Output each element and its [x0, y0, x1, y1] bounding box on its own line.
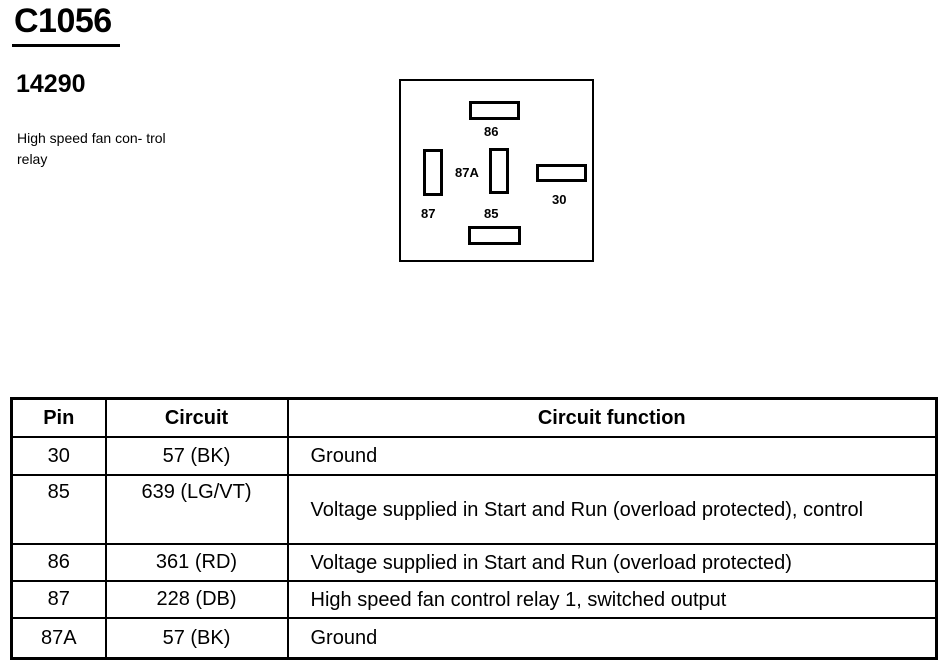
- header-pin: Pin: [10, 397, 107, 438]
- terminal-87: [423, 149, 443, 196]
- cell-pin: 86: [10, 543, 107, 582]
- cell-function: Voltage supplied in Start and Run (overl…: [286, 543, 938, 582]
- header-circuit-function: Circuit function: [286, 397, 938, 438]
- connector-description: High speed fan con- trol relay: [17, 130, 166, 167]
- cell-circuit: 361 (RD): [104, 543, 289, 582]
- cell-circuit: 639 (LG/VT): [104, 474, 289, 545]
- cell-pin: 87: [10, 580, 107, 619]
- cell-function: Voltage supplied in Start and Run (overl…: [286, 474, 938, 545]
- terminal-85: [468, 226, 521, 245]
- pin-label-86: 86: [484, 124, 499, 139]
- cell-circuit: 57 (BK): [104, 436, 289, 476]
- cell-circuit: 228 (DB): [104, 580, 289, 619]
- cell-function: Ground: [286, 436, 938, 476]
- terminal-87a: [489, 148, 509, 194]
- pin-label-85: 85: [484, 206, 499, 221]
- table-row: 87A 57 (BK) Ground: [10, 617, 938, 660]
- title-underline: [12, 44, 120, 47]
- cell-function: High speed fan control relay 1, switched…: [286, 580, 938, 619]
- pinout-table: Pin Circuit Circuit function 30 57 (BK) …: [10, 397, 938, 660]
- pin-label-87: 87: [421, 206, 436, 221]
- connector-id: C1056: [14, 2, 112, 40]
- cell-pin: 87A: [10, 617, 107, 660]
- cell-function: Ground: [286, 617, 938, 660]
- terminal-30: [536, 164, 587, 182]
- header-circuit: Circuit: [104, 397, 289, 438]
- table-row: 86 361 (RD) Voltage supplied in Start an…: [10, 543, 938, 582]
- table-row: 30 57 (BK) Ground: [10, 436, 938, 476]
- pin-label-30: 30: [552, 192, 567, 207]
- table-row: 85 639 (LG/VT) Voltage supplied in Start…: [10, 474, 938, 545]
- part-number: 14290: [16, 70, 86, 98]
- connector-face-diagram: 86 87 87A 85 30: [399, 79, 594, 262]
- cell-circuit: 57 (BK): [104, 617, 289, 660]
- table-row: 87 228 (DB) High speed fan control relay…: [10, 580, 938, 619]
- cell-pin: 30: [10, 436, 107, 476]
- cell-pin: 85: [10, 474, 107, 545]
- terminal-86: [469, 101, 520, 120]
- pin-label-87a: 87A: [455, 165, 479, 180]
- table-header-row: Pin Circuit Circuit function: [10, 397, 938, 438]
